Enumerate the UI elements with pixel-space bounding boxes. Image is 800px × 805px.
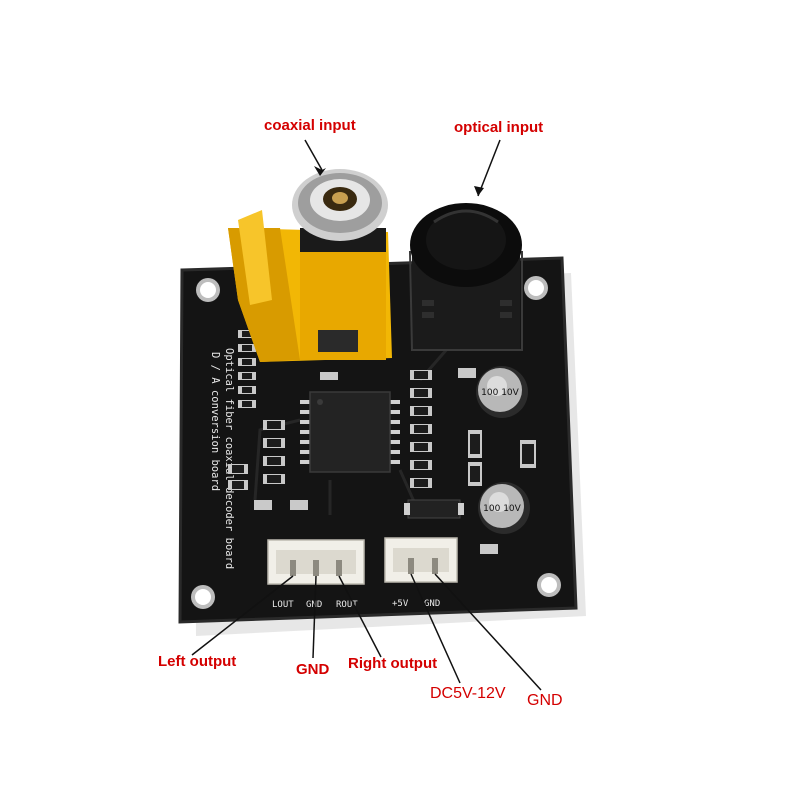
capacitor-top-text: 100 10V <box>481 388 519 398</box>
callout-lines <box>191 139 542 691</box>
pin-label-rout: ROUT <box>336 600 358 610</box>
board-silkscreen: Optical fiber coaxial decoder board D / … <box>209 348 235 569</box>
label-left-output: Left output <box>158 653 237 670</box>
label-optical-input: optical input <box>454 119 544 136</box>
callout-line-left-output <box>191 575 294 656</box>
callout-line-coaxial <box>304 139 323 171</box>
silkscreen-line-1: Optical fiber coaxial decoder board <box>223 348 235 569</box>
mounting-hole-bottom-left <box>191 585 215 609</box>
label-right-output: Right output <box>348 655 438 672</box>
label-coaxial-input: coaxial input <box>264 117 356 134</box>
capacitor-top: 100 10V <box>476 366 528 418</box>
pin-label-5v: +5V <box>392 599 409 609</box>
coaxial-rca-jack <box>228 169 392 362</box>
pin-label-gnd-b: GND <box>424 599 440 609</box>
smd-components-left <box>228 330 338 510</box>
silkscreen-line-2: D / A conversion board <box>209 352 221 491</box>
pin-label-gnd-a: GND <box>306 600 322 610</box>
power-connector-2pin: +5V GND <box>384 537 458 609</box>
capacitor-bottom: 100 10V <box>478 482 530 534</box>
label-gnd-right: GND <box>527 692 563 709</box>
label-dc-power: DC5V-12V <box>430 685 506 702</box>
callout-line-gnd-left <box>312 575 317 659</box>
callout-arrowheads <box>314 166 484 196</box>
callout-line-optical <box>477 139 501 197</box>
output-connector-3pin: LOUT GND ROUT <box>267 539 365 610</box>
pin-label-lout: LOUT <box>272 600 294 610</box>
optical-jack <box>408 203 523 351</box>
capacitor-bottom-text: 100 10V <box>483 504 521 514</box>
label-gnd-left: GND <box>296 661 330 678</box>
mounting-hole-bottom-right <box>537 573 561 597</box>
mounting-hole-top-right <box>524 276 548 300</box>
mounting-hole-top-left <box>196 278 220 302</box>
callout-line-right-output <box>338 575 382 658</box>
decoder-ic-chip <box>300 391 400 473</box>
callout-line-gnd-right <box>434 573 542 691</box>
callout-line-dc <box>410 573 461 684</box>
smd-components-right <box>404 368 536 554</box>
